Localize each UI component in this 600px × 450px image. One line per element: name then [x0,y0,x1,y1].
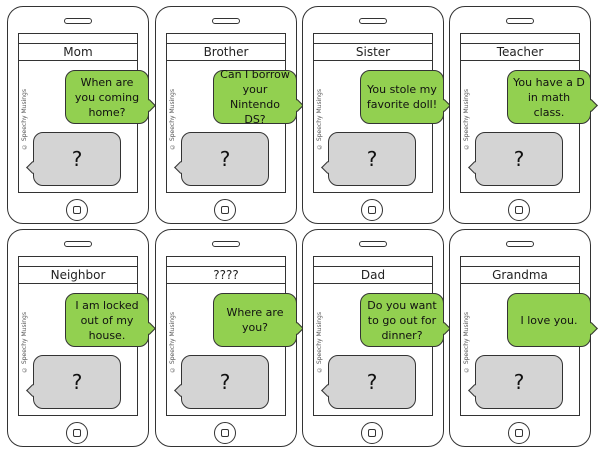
reply-bubble[interactable]: ? [181,355,269,409]
contact-name: Teacher [461,44,579,61]
phone-card: Mom © Speechy Musings When are you comin… [7,6,149,224]
reply-bubble[interactable]: ? [328,355,416,409]
phone-card: Sister © Speechy Musings You stole my fa… [302,6,444,224]
reply-bubble[interactable]: ? [181,132,269,186]
home-square-icon [73,429,81,437]
message-text: Can I borrow your Nintendo DS? [220,68,290,126]
incoming-message-bubble: I am locked out of my house. [65,293,149,347]
home-button-icon[interactable] [508,422,530,444]
incoming-message-bubble: You have a D in math class. [507,70,591,124]
phone-speaker [212,18,240,24]
contact-name: ???? [167,267,285,284]
phone-screen: Neighbor © Speechy Musings I am locked o… [18,256,149,416]
reply-bubble[interactable]: ? [475,355,563,409]
reply-bubble[interactable]: ? [33,132,121,186]
status-bar [167,34,285,44]
status-bar [19,257,137,267]
watermark: © Speechy Musings [316,89,323,151]
message-text: Do you want to go out for dinner? [367,298,437,342]
phone-screen: Sister © Speechy Musings You stole my fa… [313,33,444,193]
home-button-icon[interactable] [361,422,383,444]
watermark: © Speechy Musings [169,89,176,151]
contact-name: Dad [314,267,432,284]
phone-screen: Teacher © Speechy Musings You have a D i… [460,33,591,193]
phone-speaker [506,241,534,247]
home-square-icon [515,429,523,437]
status-bar [167,257,285,267]
reply-text: ? [219,147,231,171]
phone-card: Teacher © Speechy Musings You have a D i… [449,6,591,224]
message-text: I love you. [520,313,578,327]
watermark: © Speechy Musings [21,89,28,151]
reply-text: ? [71,370,83,394]
phone-screen: Grandma © Speechy Musings I love you. ? [460,256,591,416]
contact-name: Neighbor [19,267,137,284]
phone-screen: Brother © Speechy Musings Can I borrow y… [166,33,297,193]
incoming-message-bubble: Can I borrow your Nintendo DS? [213,68,297,126]
reply-bubble[interactable]: ? [33,355,121,409]
watermark: © Speechy Musings [21,312,28,374]
phone-screen: Dad © Speechy Musings Do you want to go … [313,256,444,416]
status-bar [314,34,432,44]
reply-text: ? [513,370,525,394]
incoming-message-bubble: I love you. [507,293,591,347]
message-text: When are you coming home? [74,75,140,119]
incoming-message-bubble: When are you coming home? [65,70,149,124]
message-text: You have a D in math class. [513,75,585,119]
status-bar [314,257,432,267]
reply-text: ? [219,370,231,394]
incoming-message-bubble: Do you want to go out for dinner? [360,293,444,347]
phone-speaker [359,18,387,24]
home-square-icon [221,206,229,214]
reply-bubble[interactable]: ? [328,132,416,186]
status-bar [461,257,579,267]
home-button-icon[interactable] [214,199,236,221]
phone-speaker [506,18,534,24]
home-button-icon[interactable] [66,422,88,444]
home-square-icon [368,429,376,437]
reply-text: ? [513,147,525,171]
contact-name: Brother [167,44,285,61]
status-bar [19,34,137,44]
home-square-icon [368,206,376,214]
contact-name: Sister [314,44,432,61]
incoming-message-bubble: Where are you? [213,293,297,347]
phone-speaker [64,241,92,247]
message-text: I am locked out of my house. [75,298,139,342]
watermark: © Speechy Musings [463,312,470,374]
contact-name: Grandma [461,267,579,284]
phone-speaker [212,241,240,247]
home-button-icon[interactable] [361,199,383,221]
phone-card: Dad © Speechy Musings Do you want to go … [302,229,444,447]
home-square-icon [221,429,229,437]
watermark: © Speechy Musings [463,89,470,151]
message-text: Where are you? [226,306,284,334]
watermark: © Speechy Musings [316,312,323,374]
phone-speaker [64,18,92,24]
watermark: © Speechy Musings [169,312,176,374]
reply-text: ? [366,147,378,171]
home-square-icon [515,206,523,214]
phone-card: ???? © Speechy Musings Where are you? ? [155,229,297,447]
phone-screen: Mom © Speechy Musings When are you comin… [18,33,149,193]
incoming-message-bubble: You stole my favorite doll! [360,70,444,124]
phone-screen: ???? © Speechy Musings Where are you? ? [166,256,297,416]
phone-card: Grandma © Speechy Musings I love you. ? [449,229,591,447]
reply-text: ? [366,370,378,394]
contact-name: Mom [19,44,137,61]
home-square-icon [73,206,81,214]
phone-card: Brother © Speechy Musings Can I borrow y… [155,6,297,224]
home-button-icon[interactable] [214,422,236,444]
reply-bubble[interactable]: ? [475,132,563,186]
status-bar [461,34,579,44]
phone-speaker [359,241,387,247]
phone-card: Neighbor © Speechy Musings I am locked o… [7,229,149,447]
home-button-icon[interactable] [66,199,88,221]
home-button-icon[interactable] [508,199,530,221]
reply-text: ? [71,147,83,171]
message-text: You stole my favorite doll! [366,83,438,111]
